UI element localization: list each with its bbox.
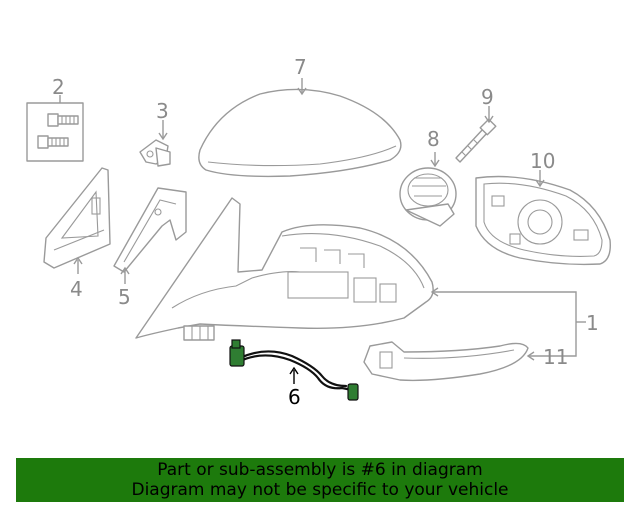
banner-line-2: Diagram may not be specific to your vehi… <box>131 480 509 500</box>
parts-diagram: 2 3 4 5 7 9 <box>26 55 611 409</box>
part-10-mirror-glass <box>475 175 611 266</box>
callout-5: 5 <box>118 285 131 309</box>
callout-1: 1 <box>586 311 599 335</box>
callout-7: 7 <box>294 55 307 79</box>
harness-connector-left <box>229 345 245 367</box>
callout-8: 8 <box>427 127 440 151</box>
callout-2: 2 <box>52 75 65 99</box>
part-4-trim-cover <box>43 167 111 269</box>
callout-9: 9 <box>481 85 494 109</box>
callout-4: 4 <box>70 277 83 301</box>
callout-6: 6 <box>288 385 301 409</box>
callout-10: 10 <box>530 149 555 173</box>
part-3-clip <box>139 139 171 167</box>
part-6-wiring-harness <box>229 339 359 401</box>
callout-11: 11 <box>543 345 568 369</box>
part-9-screw <box>455 118 497 163</box>
part-8-motor <box>399 167 457 227</box>
part-5-seal <box>113 187 187 273</box>
notice-banner: Part or sub-assembly is #6 in diagram Di… <box>16 458 624 502</box>
part-7-cover-cap <box>198 88 402 178</box>
callout-3: 3 <box>156 99 169 123</box>
banner-line-1: Part or sub-assembly is #6 in diagram <box>157 460 483 480</box>
part-11-turn-signal <box>363 341 529 382</box>
harness-connector-right <box>347 383 359 401</box>
part-1-mirror-housing <box>135 197 434 341</box>
part-2-bolts <box>26 102 84 162</box>
